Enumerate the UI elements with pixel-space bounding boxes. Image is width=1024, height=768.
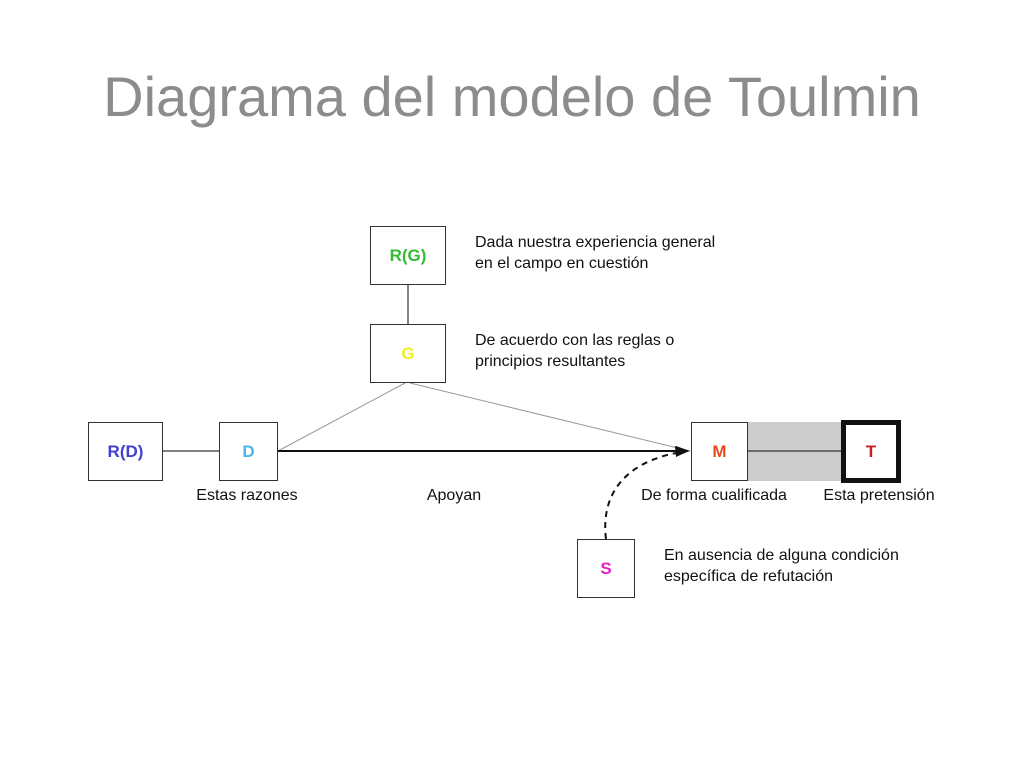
box-g-label: G bbox=[401, 343, 415, 363]
label-t-text: Esta pretensión bbox=[823, 487, 935, 504]
note-g-line1: De acuerdo con las reglas o bbox=[475, 332, 675, 349]
label-t: Esta pretensión bbox=[814, 487, 944, 505]
s-m-dashed-arrow bbox=[604, 452, 677, 540]
box-rd-label: R(D) bbox=[107, 441, 144, 461]
label-arrow-text: Apoyan bbox=[426, 487, 482, 504]
box-t: T bbox=[841, 420, 901, 483]
box-m: M bbox=[691, 422, 748, 481]
label-d: Estas razones bbox=[187, 487, 307, 505]
box-m-label: M bbox=[712, 441, 727, 461]
label-m-text: De forma cualificada bbox=[641, 487, 787, 504]
note-s-line1: En ausencia de alguna condición bbox=[664, 547, 899, 564]
note-g: De acuerdo con las reglas o principios r… bbox=[475, 330, 674, 372]
note-s-line2: específica de refutación bbox=[664, 568, 833, 585]
box-d-label: D bbox=[242, 441, 255, 461]
note-g-line2: principios resultantes bbox=[475, 353, 626, 370]
box-rg-label: R(G) bbox=[389, 245, 427, 265]
label-m: De forma cualificada bbox=[632, 487, 796, 505]
label-arrow: Apoyan bbox=[404, 487, 504, 505]
note-rg: Dada nuestra experiencia general en el c… bbox=[475, 232, 715, 274]
s-m-arrowhead bbox=[675, 446, 689, 457]
box-rg: R(G) bbox=[370, 226, 446, 285]
box-s: S bbox=[577, 539, 635, 598]
note-rg-line2: en el campo en cuestión bbox=[475, 255, 649, 272]
note-s: En ausencia de alguna condición específi… bbox=[664, 545, 899, 587]
box-s-label: S bbox=[600, 558, 612, 578]
g-d-connector bbox=[277, 382, 406, 452]
box-rd: R(D) bbox=[88, 422, 163, 481]
box-g: G bbox=[370, 324, 446, 383]
g-m-connector bbox=[409, 382, 691, 452]
page-title: Diagrama del modelo de Toulmin bbox=[103, 65, 921, 128]
box-t-label: T bbox=[865, 441, 877, 461]
note-rg-line1: Dada nuestra experiencia general bbox=[475, 234, 716, 251]
label-d-text: Estas razones bbox=[196, 487, 298, 504]
box-d: D bbox=[219, 422, 278, 481]
